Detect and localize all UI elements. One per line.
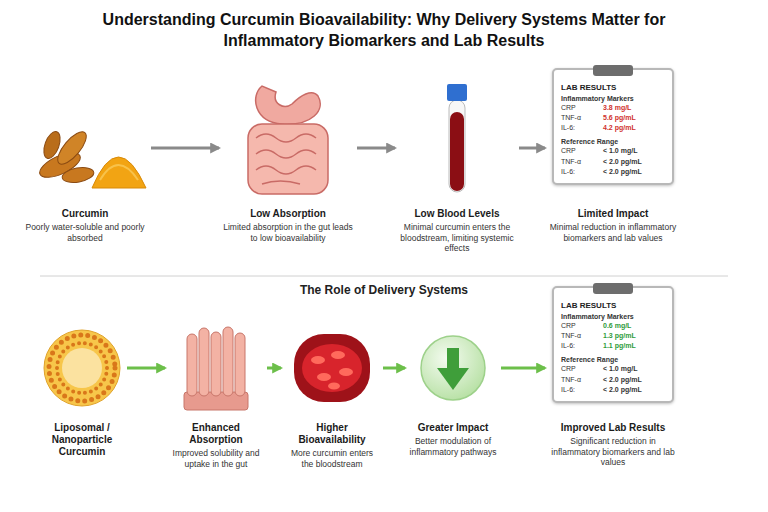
marker-value: < 2.0 pg/mL — [603, 167, 642, 177]
blood-tube-illustration — [447, 84, 467, 192]
marker-value: 5.6 pg/mL — [603, 113, 636, 123]
icon-space — [408, 318, 498, 422]
result-row: TNF-α5.6 pg/mL — [561, 113, 665, 123]
marker-name: IL-6: — [561, 123, 603, 133]
flow-arrow — [267, 367, 281, 370]
clipboard-heading: LAB RESULTS — [561, 301, 665, 310]
marker-value: < 2.0 pg/mL — [603, 385, 642, 395]
marker-value: < 2.0 pg/mL — [603, 375, 642, 385]
clipboard-clip — [593, 65, 633, 76]
result-row: IL-6:1.1 pg/mL — [561, 341, 665, 351]
result-row: IL-6:< 2.0 pg/mL — [561, 167, 665, 177]
marker-name: CRP — [561, 103, 603, 113]
step-description: More curcumin enters the bloodstream — [284, 448, 380, 469]
result-row: CRP< 1.0 mg/L — [561, 146, 665, 156]
step-description: Minimal reduction in inflammatory biomar… — [548, 222, 678, 243]
result-row: CRP0.6 mg/L — [561, 321, 665, 331]
marker-name: IL-6: — [561, 167, 603, 177]
result-row: IL-6:< 2.0 pg/mL — [561, 385, 665, 395]
step-heading: Greater Impact — [408, 422, 498, 434]
step-node: Enhanced AbsorptionImproved solubility a… — [168, 318, 264, 469]
step-heading: Curcumin — [22, 208, 148, 220]
turmeric-illustration — [36, 128, 146, 188]
section-heading: The Role of Delivery Systems — [184, 283, 584, 297]
lab-results-clipboard: LAB RESULTSInflammatory MarkersCRP3.8 mg… — [552, 68, 674, 185]
marker-name: IL-6: — [561, 341, 603, 351]
flow-arrow — [501, 367, 545, 370]
result-row: TNF-α< 2.0 pg/mL — [561, 375, 665, 385]
marker-name: TNF-α — [561, 157, 603, 167]
step-node: Low AbsorptionLimited absorption in the … — [222, 68, 354, 243]
marker-name: CRP — [561, 364, 603, 374]
step-node: Higher BioavailabilityMore curcumin ente… — [284, 318, 380, 469]
marker-value: 1.1 pg/mL — [603, 341, 636, 351]
diagram-title: Understanding Curcumin Bioavailability: … — [84, 10, 684, 52]
marker-value: 3.8 mg/L — [603, 103, 631, 113]
icon-space — [168, 318, 264, 422]
step-node: Limited ImpactMinimal reduction in infla… — [548, 68, 678, 243]
flow-arrow — [519, 147, 545, 150]
step-description: Significant reduction in inflammatory bi… — [548, 436, 678, 468]
step-heading: Higher Bioavailability — [284, 422, 380, 446]
flow-arrow — [127, 367, 165, 370]
flow-arrow — [151, 147, 219, 150]
flow-arrow — [383, 367, 405, 370]
marker-value: 4.2 pg/mL — [603, 123, 636, 133]
step-heading: Low Absorption — [222, 208, 354, 220]
step-heading: Limited Impact — [548, 208, 678, 220]
step-heading: Enhanced Absorption — [168, 422, 264, 446]
marker-name: CRP — [561, 146, 603, 156]
step-heading: Low Blood Levels — [398, 208, 516, 220]
icon-space — [40, 318, 124, 422]
marker-value: < 2.0 pg/mL — [603, 157, 642, 167]
step-description: Poorly water-soluble and poorly absorbed — [22, 222, 148, 243]
result-row: CRP< 1.0 mg/L — [561, 364, 665, 374]
marker-name: IL-6: — [561, 385, 603, 395]
icon-space — [398, 68, 516, 208]
marker-value: < 1.0 mg/L — [603, 146, 637, 156]
marker-name: TNF-α — [561, 113, 603, 123]
step-heading: Liposomal / Nanoparticle Curcumin — [40, 422, 124, 458]
divider-line — [40, 276, 728, 277]
step-node: Liposomal / Nanoparticle Curcumin — [40, 318, 124, 458]
step-description: Better modulation of inflammatory pathwa… — [408, 436, 498, 457]
impact-circle-illustration — [421, 336, 485, 400]
icon-space — [284, 318, 380, 422]
result-row: IL-6:4.2 pg/mL — [561, 123, 665, 133]
clipboard-subheading: Inflammatory Markers — [561, 313, 665, 320]
blood-vessel-illustration — [294, 334, 370, 402]
lab-results-clipboard: LAB RESULTSInflammatory MarkersCRP0.6 mg… — [552, 286, 674, 403]
marker-name: TNF-α — [561, 331, 603, 341]
marker-name: TNF-α — [561, 375, 603, 385]
villi-illustration — [184, 327, 248, 410]
marker-value: < 1.0 mg/L — [603, 364, 637, 374]
icon-space — [222, 68, 354, 208]
step-node: CurcuminPoorly water-soluble and poorly … — [22, 68, 148, 243]
clipboard-subheading: Reference Range — [561, 356, 665, 363]
result-row: CRP3.8 mg/L — [561, 103, 665, 113]
icon-space — [22, 68, 148, 208]
marker-value: 0.6 mg/L — [603, 321, 631, 331]
clipboard-subheading: Inflammatory Markers — [561, 95, 665, 102]
digestive-illustration — [248, 86, 328, 194]
step-node: Low Blood LevelsMinimal curcumin enters … — [398, 68, 516, 254]
step-description: Minimal curcumin enters the bloodstream,… — [398, 222, 516, 254]
step-description: Improved solubility and uptake in the gu… — [168, 448, 264, 469]
step-node: Greater ImpactBetter modulation of infla… — [408, 318, 498, 457]
step-heading: Improved Lab Results — [548, 422, 678, 434]
flow-arrow — [357, 147, 395, 150]
result-row: TNF-α1.3 pg/mL — [561, 331, 665, 341]
liposome-illustration — [44, 330, 120, 406]
marker-value: 1.3 pg/mL — [603, 331, 636, 341]
step-description: Limited absorption in the gut leads to l… — [222, 222, 354, 243]
marker-name: CRP — [561, 321, 603, 331]
clipboard-heading: LAB RESULTS — [561, 83, 665, 92]
result-row: TNF-α< 2.0 pg/mL — [561, 157, 665, 167]
clipboard-clip — [593, 283, 633, 294]
clipboard-subheading: Reference Range — [561, 138, 665, 145]
step-node: Improved Lab ResultsSignificant reductio… — [548, 286, 678, 468]
